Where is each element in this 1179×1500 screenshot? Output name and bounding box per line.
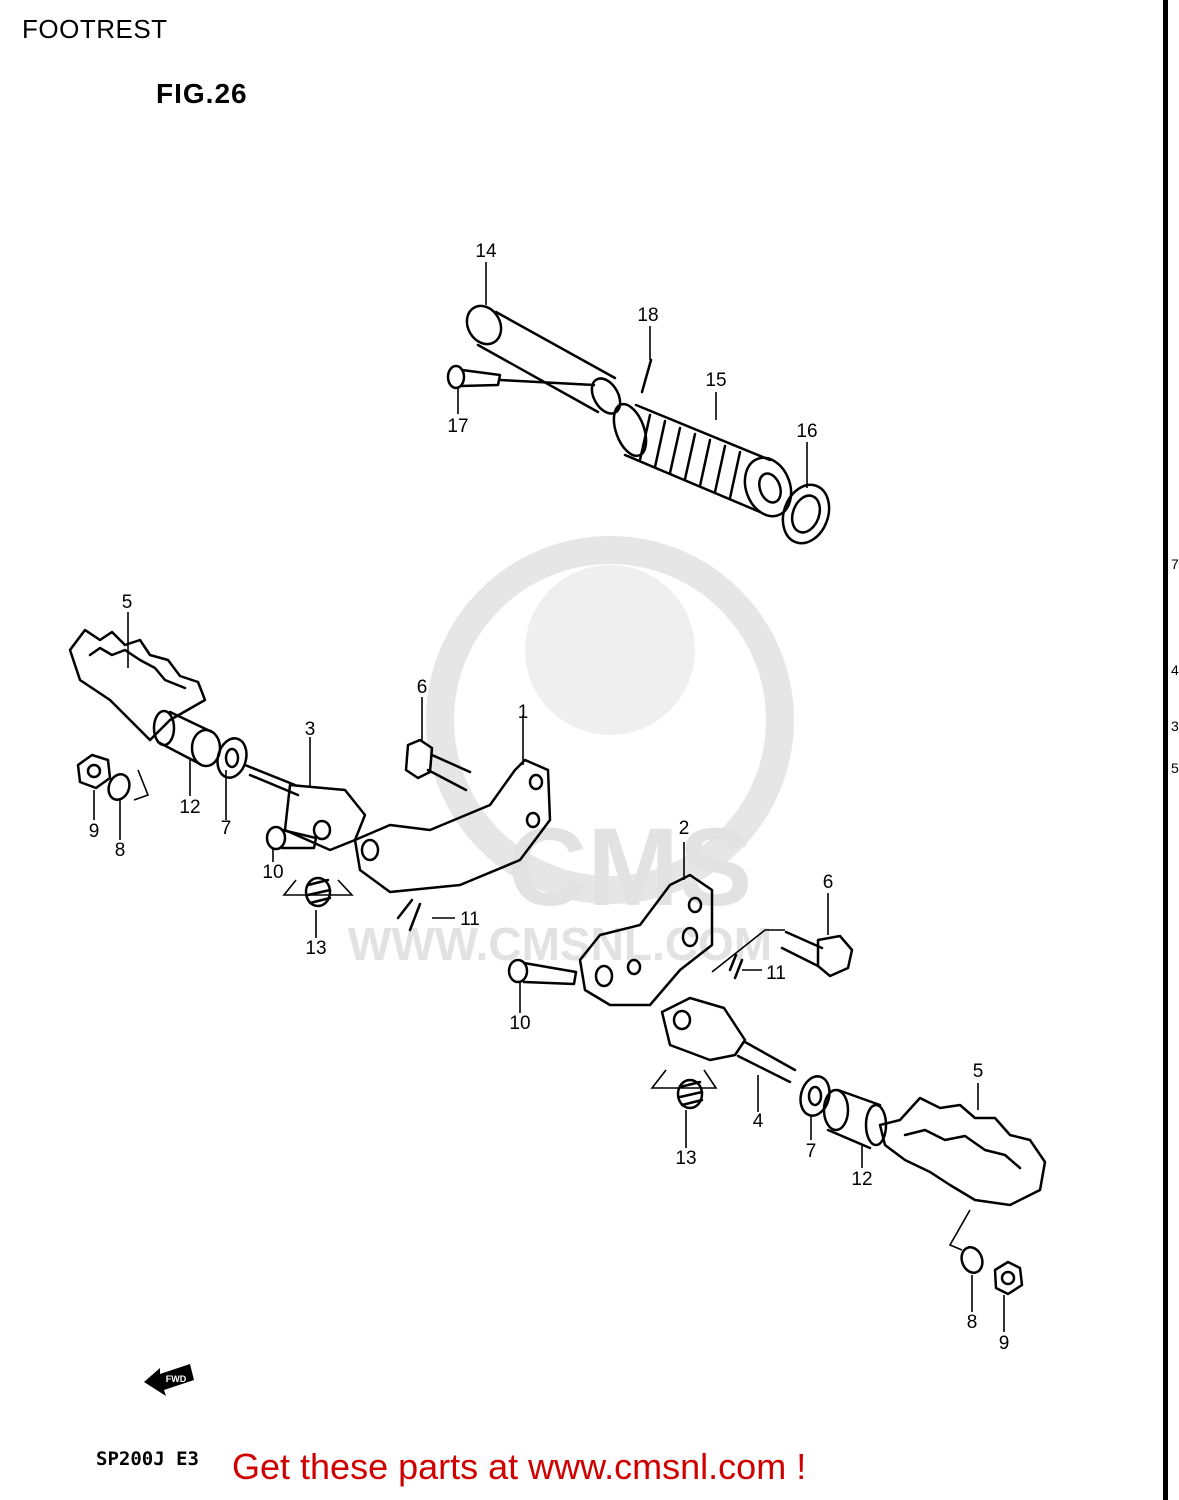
callout-11: 11 — [766, 963, 786, 984]
frame-bracket-right — [353, 758, 552, 894]
edge-mark: 5 — [1171, 760, 1179, 776]
callout-8: 8 — [967, 1312, 978, 1333]
footrest-left — [68, 628, 207, 742]
callout-12: 12 — [851, 1169, 872, 1190]
model-code: SP200J E3 — [96, 1448, 199, 1470]
callout-2: 2 — [679, 818, 690, 839]
callout-16: 16 — [796, 421, 817, 442]
rubber-bushing-left — [152, 709, 222, 768]
fwd-label: FWD — [166, 1374, 187, 1384]
washer-right — [799, 1075, 831, 1117]
callout-6: 6 — [417, 677, 428, 698]
cms-watermark: CMS WWW.CMSNL.COM — [348, 536, 794, 970]
washer — [781, 483, 831, 545]
pin-left — [265, 825, 318, 851]
frame-bracket-left — [578, 873, 714, 1007]
lock-washer-left — [107, 773, 131, 801]
figure-number: FIG.26 — [156, 78, 248, 109]
flange-bolt-lower — [780, 930, 854, 978]
callout-9: 9 — [999, 1333, 1010, 1354]
callout-10: 10 — [509, 1013, 530, 1034]
callout-4: 4 — [753, 1111, 764, 1132]
callout-15: 15 — [705, 370, 726, 391]
callout-7: 7 — [806, 1141, 817, 1162]
callout-6: 6 — [823, 872, 834, 893]
callout-11: 11 — [460, 909, 480, 930]
rubber-bushing-right — [822, 1088, 888, 1150]
callout-labels: 14 18 15 16 17 5 6 1 3 12 7 9 8 10 13 11… — [89, 241, 1010, 1354]
edge-mark: 7 — [1171, 556, 1179, 572]
callout-8: 8 — [115, 840, 126, 861]
flange-bolt-upper — [404, 738, 472, 792]
shop-link[interactable]: Get these parts at www.cmsnl.com ! — [232, 1446, 807, 1487]
leader-lines — [93, 262, 1005, 1332]
cotter-right — [728, 953, 744, 980]
footrest-bracket-left — [243, 763, 367, 852]
footrest-pin — [465, 304, 622, 415]
callout-13: 13 — [675, 1148, 696, 1169]
cotter-pin — [640, 358, 653, 394]
callout-10: 10 — [262, 862, 283, 883]
watermark-url: WWW.CMSNL.COM — [348, 918, 772, 970]
fwd-arrow-icon: FWD — [144, 1364, 194, 1396]
callout-5: 5 — [973, 1061, 984, 1082]
pin-right — [507, 958, 578, 986]
washer-left — [216, 737, 248, 779]
callout-12: 12 — [179, 797, 200, 818]
callout-1: 1 — [518, 702, 529, 723]
rubber-grip — [612, 402, 793, 518]
page-border — [1163, 0, 1168, 1500]
footrest-right — [878, 1096, 1047, 1207]
callout-7: 7 — [221, 818, 232, 839]
nut-right — [993, 1260, 1024, 1296]
spring-left — [304, 876, 332, 908]
callout-14: 14 — [475, 241, 497, 262]
callout-5: 5 — [122, 592, 133, 613]
nut-left — [76, 753, 112, 790]
callout-13: 13 — [305, 938, 326, 959]
callout-18: 18 — [637, 305, 658, 326]
callout-17: 17 — [447, 416, 468, 437]
edge-mark: 3 — [1171, 718, 1179, 734]
footrest-bracket-right — [660, 996, 797, 1084]
callout-9: 9 — [89, 821, 100, 842]
page-title: FOOTREST — [22, 14, 168, 44]
edge-mark: 4 — [1171, 662, 1179, 678]
cotter-left — [396, 898, 422, 932]
watermark-brand: CMS — [508, 806, 752, 929]
callout-3: 3 — [305, 719, 316, 740]
clevis-pin — [446, 364, 596, 390]
spring-right — [676, 1078, 704, 1110]
lock-washer-right — [960, 1246, 984, 1274]
